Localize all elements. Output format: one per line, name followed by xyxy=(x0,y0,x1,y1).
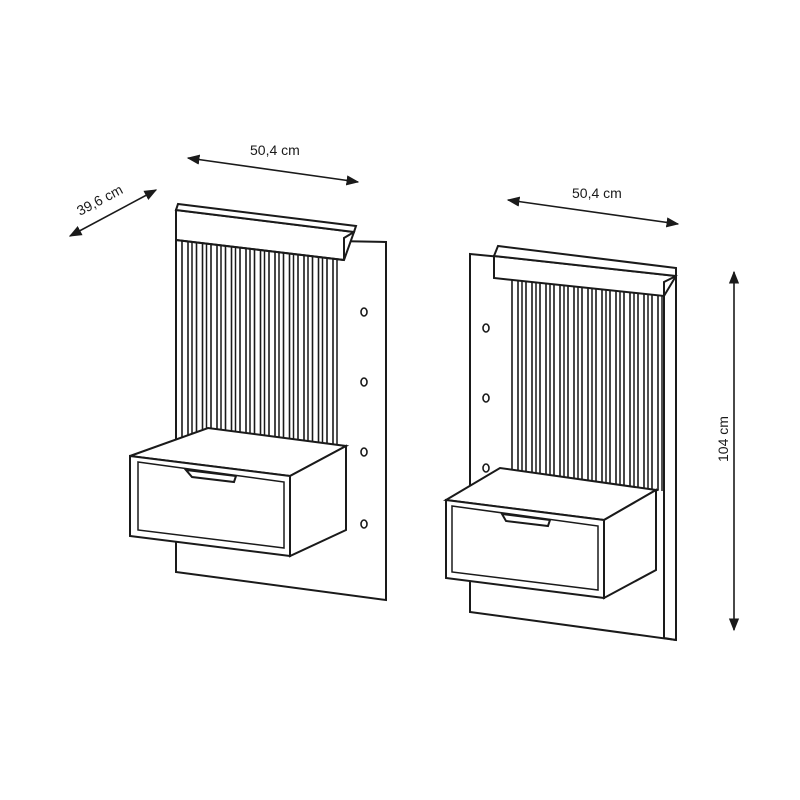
slat xyxy=(637,287,645,492)
right-mounting-holes xyxy=(482,323,490,473)
width-left-dimension-label: 50,4 cm xyxy=(250,142,300,158)
slat xyxy=(282,249,291,454)
right-drawer-handle xyxy=(500,512,552,528)
slat xyxy=(651,288,659,494)
slat xyxy=(567,280,575,485)
slat xyxy=(525,276,533,481)
slat xyxy=(297,250,305,456)
height-dimension-label: 104 cm xyxy=(715,416,731,462)
slat xyxy=(181,236,189,442)
slat xyxy=(326,254,334,459)
left-drawer xyxy=(129,426,350,558)
slat xyxy=(553,279,561,484)
left-drawer-handle xyxy=(183,468,238,484)
slat xyxy=(224,242,233,447)
width-right-dimension-label: 50,4 cm xyxy=(572,185,622,201)
slat xyxy=(581,281,589,487)
slat xyxy=(623,286,631,491)
slat xyxy=(595,283,603,488)
right-unit xyxy=(442,244,678,642)
slat xyxy=(609,284,617,489)
depth-dimension-label: 39,6 cm xyxy=(74,181,125,219)
left-mounting-holes xyxy=(360,307,368,529)
slat xyxy=(539,277,547,482)
left-unit xyxy=(129,202,387,602)
slat xyxy=(210,240,218,445)
right-drawer xyxy=(442,466,660,600)
slat xyxy=(311,252,320,457)
right-slat-panel xyxy=(511,274,663,494)
slat xyxy=(253,245,262,450)
slat xyxy=(195,238,204,443)
slat xyxy=(268,247,276,452)
depth-dimension: 39,6 cm xyxy=(68,181,158,237)
slat xyxy=(511,274,519,480)
slat xyxy=(239,243,247,449)
width-left-dimension: 50,4 cm xyxy=(186,142,360,186)
width-right-dimension: 50,4 cm xyxy=(506,185,680,228)
height-dimension: 104 cm xyxy=(715,270,740,632)
